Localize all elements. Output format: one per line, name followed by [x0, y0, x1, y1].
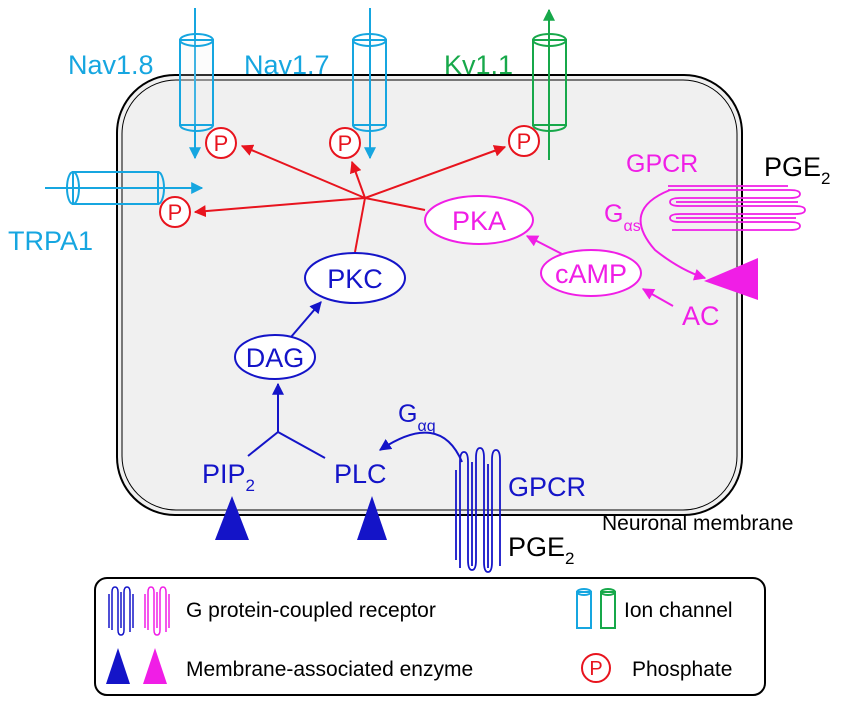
svg-text:PKC: PKC — [327, 264, 383, 294]
galpha-s-label: Gαs — [604, 200, 641, 235]
legend-gpcr-icon-magenta — [144, 586, 170, 636]
plc-enzyme-triangle — [357, 496, 387, 540]
dag-node: DAG — [234, 334, 316, 380]
neuron-cell-inner-line — [121, 79, 738, 511]
ac-label: AC — [682, 301, 720, 331]
phosphate-kv11: P — [508, 125, 540, 157]
gpcr-label-magenta: GPCR — [626, 150, 698, 178]
svg-text:P: P — [214, 131, 229, 156]
legend-enzyme-label: Membrane-associated enzyme — [186, 658, 473, 681]
legend-phosphate-icon: P — [581, 653, 611, 683]
legend-ion-channel-cyan — [576, 588, 592, 629]
pge2-label-top: PGE2 — [764, 152, 831, 188]
nav17-label: Nav1.7 — [244, 50, 330, 80]
plc-label: PLC — [334, 459, 387, 489]
galpha-s-arrow — [639, 189, 707, 281]
ac-enzyme-triangle — [704, 258, 758, 300]
nav18-channel — [179, 8, 214, 160]
gpcr-label-blue: GPCR — [508, 472, 586, 502]
pka-node: PKA — [424, 195, 534, 245]
trpa1-label: TRPA1 — [8, 226, 93, 256]
legend-phosphate-label: Phosphate — [632, 658, 732, 681]
legend-enzyme-blue — [106, 648, 130, 684]
svg-text:cAMP: cAMP — [555, 259, 627, 289]
camp-to-pka-arrow — [525, 235, 563, 255]
galpha-q-arrow — [379, 431, 463, 463]
kv11-channel — [532, 8, 567, 160]
galpha-q-label: Gαq — [398, 400, 436, 435]
dag-to-pkc-arrow — [290, 301, 322, 338]
camp-node: cAMP — [540, 249, 642, 297]
legend-ion-channel-green — [600, 588, 616, 629]
pip2-plc-branch — [247, 382, 326, 459]
phosphate-trpa1: P — [159, 196, 191, 228]
svg-text:DAG: DAG — [246, 343, 305, 373]
pge2-label-bottom: PGE2 — [508, 532, 575, 568]
svg-text:P: P — [589, 658, 602, 680]
svg-text:P: P — [517, 129, 532, 154]
ac-to-camp-arrow — [641, 288, 674, 307]
legend-enzyme-magenta — [143, 648, 167, 684]
svg-text:PKA: PKA — [452, 206, 506, 236]
svg-text:P: P — [168, 200, 183, 225]
neuron-cell — [116, 74, 743, 516]
legend-gpcr-label: G protein-coupled receptor — [186, 599, 436, 622]
membrane-label: Neuronal membrane — [602, 512, 793, 535]
phosphate-nav18: P — [205, 127, 237, 159]
legend-gpcr-icon-blue — [108, 586, 134, 636]
legend-ion-channel-label: Ion channel — [624, 599, 733, 622]
nav18-label: Nav1.8 — [68, 50, 154, 80]
pge2-gpcr-magenta — [668, 185, 806, 231]
pip2-label: PIP2 — [202, 459, 255, 495]
kinase-arrows — [193, 144, 507, 253]
pip2-enzyme-triangle — [215, 496, 249, 540]
phosphate-nav17: P — [329, 127, 361, 159]
svg-text:P: P — [338, 131, 353, 156]
pge2-gpcr-blue — [455, 447, 501, 573]
nav17-channel — [352, 8, 387, 160]
trpa1-channel — [45, 171, 204, 205]
kv11-label: Kv1.1 — [444, 50, 513, 80]
pkc-node: PKC — [304, 252, 406, 304]
